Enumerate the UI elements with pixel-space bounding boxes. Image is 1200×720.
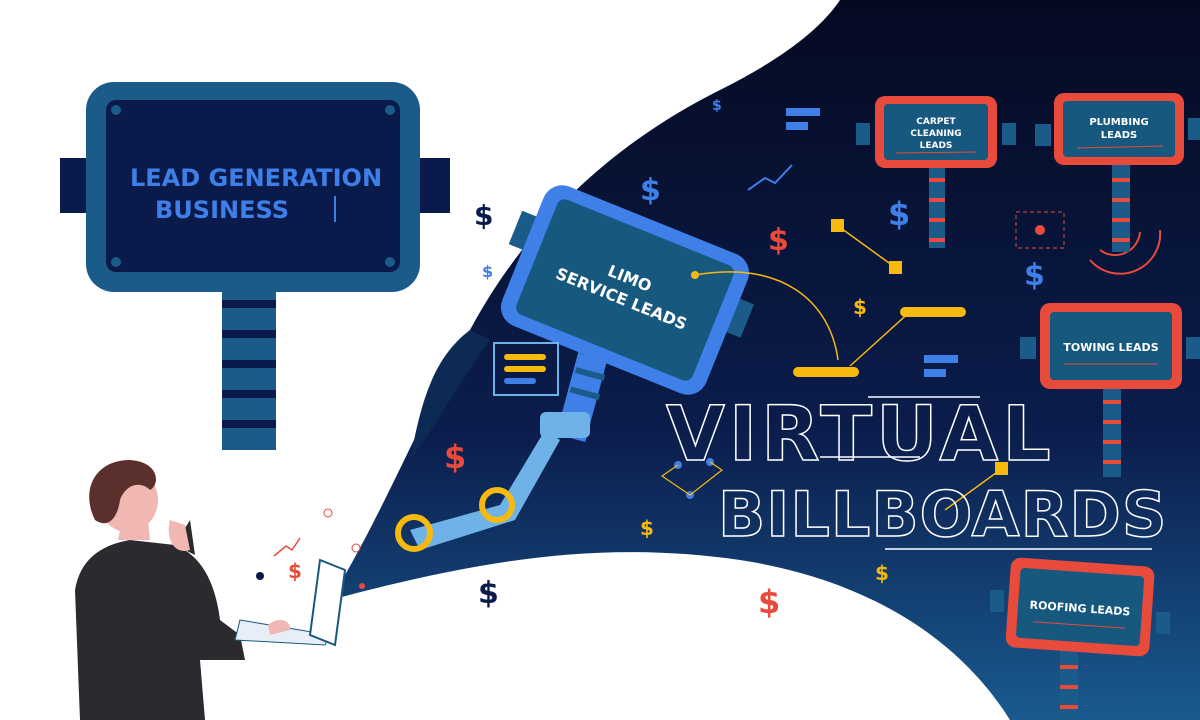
billboard-plumbing: PLUMBING LEADS (1035, 93, 1200, 252)
lead-generation-sign: LEAD GENERATION BUSINESS (60, 82, 450, 450)
plumbing-line2: LEADS (1101, 130, 1137, 141)
svg-text:$: $ (482, 262, 493, 281)
svg-text:$: $ (888, 195, 910, 233)
main-sign-line1: LEAD GENERATION (130, 164, 382, 192)
svg-text:$: $ (712, 98, 722, 114)
billboard-towing: TOWING LEADS (1020, 303, 1200, 477)
main-sign-line2: BUSINESS (155, 196, 289, 224)
svg-text:$: $ (1024, 258, 1045, 293)
limo-sign: LIMO SERVICE LEADS (500, 185, 755, 395)
headline: VIRTUAL BILLBOARDS (660, 388, 1167, 552)
target-icon (1015, 211, 1162, 275)
svg-text:$: $ (478, 576, 499, 611)
carpet-line2: CLEANING (910, 129, 961, 139)
background-swoosh (330, 0, 1200, 720)
towing-line1: TOWING LEADS (1063, 341, 1158, 354)
dollar-signs: $ $ $ $ $ $ $ $ $ $ $ $ $ $ (288, 98, 1045, 621)
swoosh-edge (410, 330, 490, 460)
carpet-line1: CARPET (916, 117, 956, 127)
svg-text:$: $ (875, 561, 889, 585)
svg-text:$: $ (758, 583, 780, 621)
person-with-laptop (75, 460, 347, 720)
svg-text:$: $ (853, 295, 867, 319)
svg-text:$: $ (444, 438, 466, 476)
svg-text:$: $ (768, 223, 789, 258)
svg-text:$: $ (288, 559, 302, 583)
text-card-icon (493, 342, 559, 396)
connector-lines (694, 225, 913, 367)
billboard-carpet: CARPET CLEANING LEADS (856, 96, 1016, 248)
plumbing-line1: PLUMBING (1089, 117, 1148, 128)
svg-text:$: $ (640, 173, 661, 208)
headline-line2: BILLBOARDS (718, 478, 1167, 551)
svg-text:$: $ (640, 516, 654, 540)
svg-text:$: $ (474, 199, 493, 232)
headline-line1: VIRTUAL (666, 389, 1055, 478)
billboard-roofing: ROOFING LEADS (990, 557, 1170, 720)
carpet-line3: LEADS (920, 141, 953, 151)
